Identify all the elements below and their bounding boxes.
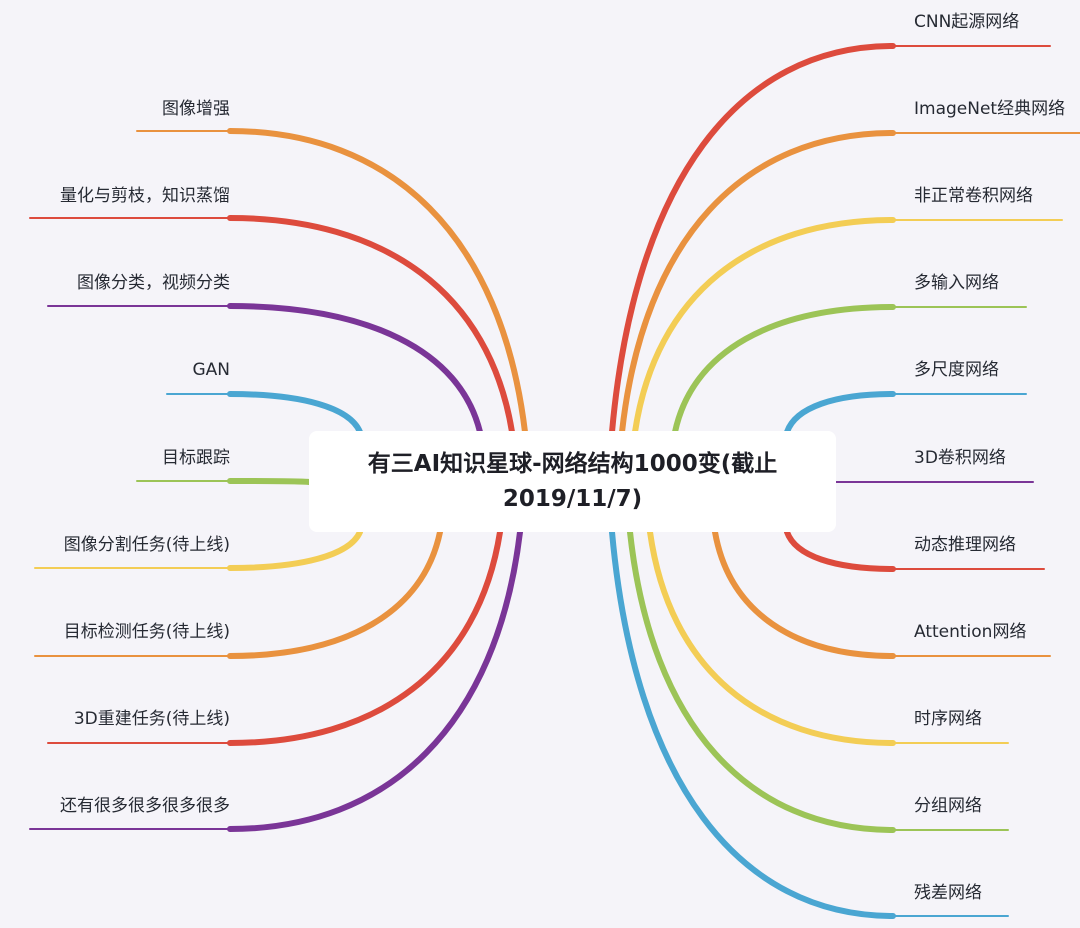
branch-connector — [619, 130, 896, 435]
branch-label-right[interactable]: 分组网络 — [914, 796, 982, 816]
branch-connector — [627, 529, 896, 833]
branch-label-left[interactable]: 目标检测任务(待上线) — [64, 622, 230, 642]
center-node[interactable]: 有三AI知识星球-网络结构1000变(截止2019/11/7) — [309, 431, 836, 532]
branch-connector — [609, 529, 896, 919]
branch-connector — [227, 215, 515, 435]
branch-label-right[interactable]: CNN起源网络 — [914, 12, 1019, 32]
branch-connector — [227, 529, 503, 746]
branch-connector — [609, 43, 896, 435]
branch-label-right[interactable]: Attention网络 — [914, 622, 1026, 642]
branch-label-right[interactable]: 多尺度网络 — [914, 360, 999, 380]
branch-connector — [632, 217, 896, 435]
branch-connector — [227, 529, 523, 832]
branch-connector — [672, 304, 896, 435]
branch-label-right[interactable]: 非正常卷积网络 — [914, 186, 1033, 206]
branch-connector — [647, 529, 896, 746]
branch-label-left[interactable]: 图像分类，视频分类 — [77, 273, 230, 293]
branch-label-left[interactable]: 图像分割任务(待上线) — [64, 535, 230, 555]
branch-label-left[interactable]: 3D重建任务(待上线) — [74, 709, 230, 729]
branch-connector — [784, 391, 896, 435]
branch-connector — [227, 529, 443, 659]
branch-label-left[interactable]: 目标跟踪 — [162, 448, 230, 468]
branch-connector — [227, 529, 363, 571]
branch-label-right[interactable]: 3D卷积网络 — [914, 448, 1006, 468]
branch-connector — [227, 303, 483, 435]
branch-label-left[interactable]: 还有很多很多很多很多 — [60, 796, 230, 816]
branch-lines — [29, 43, 1080, 919]
branch-connector — [227, 128, 528, 435]
branch-label-right[interactable]: ImageNet经典网络 — [914, 99, 1065, 119]
branch-label-right[interactable]: 时序网络 — [914, 709, 982, 729]
center-title: 有三AI知识星球-网络结构1000变(截止2019/11/7) — [367, 450, 778, 512]
branch-connector — [712, 529, 896, 659]
branch-connector — [784, 529, 896, 572]
branch-label-left[interactable]: 量化与剪枝，知识蒸馏 — [60, 186, 230, 206]
branch-label-right[interactable]: 动态推理网络 — [914, 535, 1016, 555]
branch-connector — [227, 391, 363, 435]
branch-label-left[interactable]: GAN — [192, 360, 230, 380]
branch-connector — [227, 478, 312, 485]
branch-label-right[interactable]: 多输入网络 — [914, 273, 999, 293]
branch-label-left[interactable]: 图像增强 — [162, 99, 230, 119]
branch-label-right[interactable]: 残差网络 — [914, 883, 982, 903]
